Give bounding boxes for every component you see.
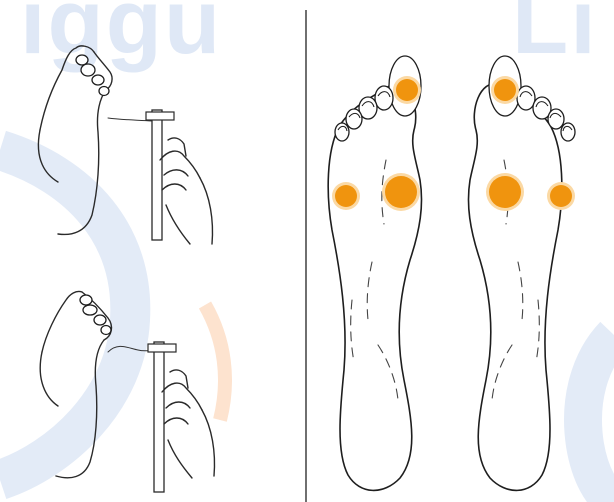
left-foot-toe-5 bbox=[561, 123, 575, 141]
right-foot-toe-2 bbox=[375, 86, 393, 110]
left-foot-toe-2 bbox=[517, 86, 535, 110]
test-site-big-toe-left bbox=[494, 79, 516, 101]
test-site-first-metatarsal-left bbox=[489, 176, 521, 208]
test-site-first-metatarsal-right bbox=[385, 176, 417, 208]
monofilament-test-top bbox=[38, 46, 212, 244]
test-site-big-toe-right bbox=[396, 79, 418, 101]
right-foot-sole bbox=[328, 56, 421, 490]
right-foot-toe-4 bbox=[346, 109, 362, 129]
left-foot-toe-4 bbox=[548, 109, 564, 129]
test-site-fifth-metatarsal-left bbox=[550, 185, 572, 207]
test-site-fifth-metatarsal-right bbox=[335, 185, 357, 207]
left-foot-sole bbox=[468, 56, 575, 490]
right-foot-toe-5 bbox=[335, 123, 349, 141]
